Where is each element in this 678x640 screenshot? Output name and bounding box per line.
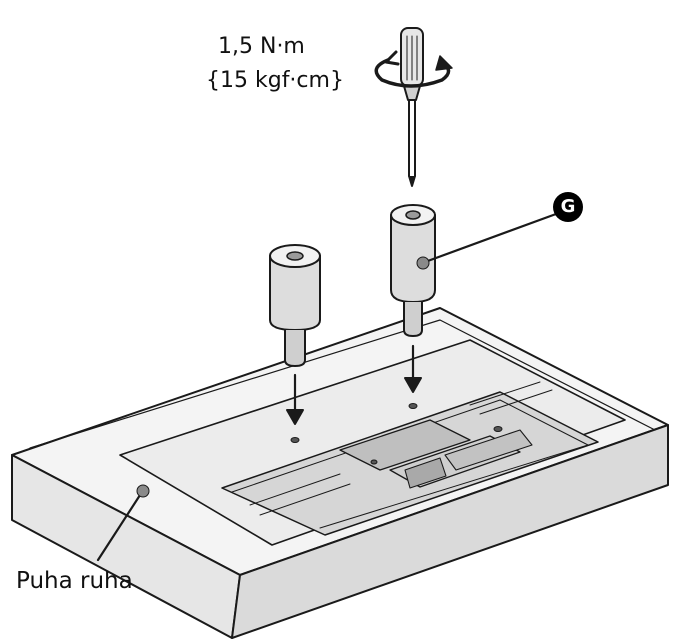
leader-line-g [416, 212, 558, 270]
part-marker-g: G [553, 192, 583, 222]
torque-value-nm: 1,5 N·m [218, 34, 305, 59]
support-post-right [390, 204, 436, 337]
leader-line-cloth [96, 484, 150, 562]
screwdriver-icon [400, 27, 424, 187]
down-arrow-icon [286, 373, 304, 425]
soft-cloth-label: Puha ruha [16, 568, 133, 594]
rotation-arrow-icon [374, 50, 453, 88]
down-arrow-icon [404, 344, 422, 393]
support-post-left [269, 244, 321, 367]
tv-back-panel [119, 339, 626, 546]
torque-value-kgf: {15 kgf·cm} [206, 68, 344, 93]
